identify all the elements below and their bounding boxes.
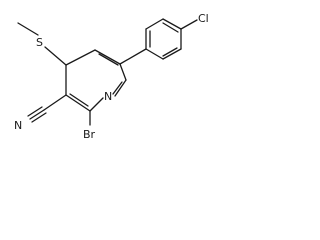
chlorophenyl-ring xyxy=(119,18,198,65)
bond-ar5-ar6-double xyxy=(162,47,178,57)
bond-ar6-ar1 xyxy=(145,48,164,60)
pyridine-ring xyxy=(65,49,127,112)
bond-nitrile-triple-2 xyxy=(27,106,43,117)
methylthio-group xyxy=(17,22,67,66)
bond-n1-c2 xyxy=(89,97,104,112)
chlorine-label: Cl xyxy=(198,12,209,25)
ring-nitrogen-label: N xyxy=(104,90,112,103)
bond-nitrile-triple-1 xyxy=(29,109,45,120)
bond-nitrile-triple-3 xyxy=(31,112,47,123)
nitrile-nitrogen-label: N xyxy=(14,119,22,132)
bond-c3-cn xyxy=(43,94,67,111)
nitrile-group xyxy=(27,94,67,123)
bond-c2-c3-double xyxy=(69,93,89,107)
bond-c6-n1-double xyxy=(112,81,123,95)
bond-c4-c5-double xyxy=(98,53,119,66)
bond-c4-s xyxy=(44,46,67,66)
chemical-structure-diagram: Cl S N N Br xyxy=(14,12,209,141)
bond-c4-c4a xyxy=(65,49,96,66)
bromine-label: Br xyxy=(83,128,96,141)
bond-ar4-cl xyxy=(180,19,198,30)
bond-ar5-ar6 xyxy=(162,48,182,60)
bond-c5-c6 xyxy=(119,63,127,81)
sulfur-label: S xyxy=(36,36,43,49)
bond-ar3-ar4 xyxy=(162,18,182,30)
bond-ar2-ar3 xyxy=(145,18,164,30)
bond-c4-c5 xyxy=(94,49,121,65)
bond-ar3-ar4-double xyxy=(162,22,179,33)
bond-c2-c3 xyxy=(65,94,91,112)
bond-c6-aryl xyxy=(119,48,147,65)
bond-c6-n1 xyxy=(114,79,127,97)
bond-s-methyl xyxy=(17,22,39,36)
